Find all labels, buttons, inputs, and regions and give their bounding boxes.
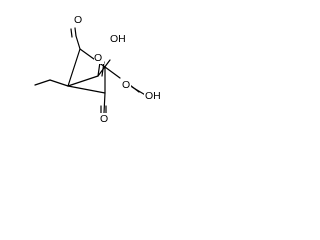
molecule-canvas: O OH O O OH O [0,0,193,142]
carboxyl-oh-label: OH [110,33,126,45]
bond-left-bridgehead-to-lower-right [67,85,106,94]
molecule-structure: O OH O O OH O [34,14,164,125]
oxo-bottom-label: O [100,113,108,125]
bond-left-bridgehead-to-left-ring [49,79,69,87]
bottom-ketone-bond [100,105,107,115]
bond-top-carbonyl-carbon-to-top-bridge [75,35,81,50]
bond-top-bridge-to-left-bridgehead [67,48,81,87]
peroxy-oh-label: OH [145,90,161,102]
ring-bonds [34,35,106,114]
bond-left-bridgehead-to-carboxyl-carbon [67,75,99,87]
top-ketone-bond [70,27,77,38]
bond-left-ring-to-upper-left [34,79,51,86]
bond-lower-right-to-bottom-carbonyl-carbon [103,92,106,114]
carboxyl-o-label: O [94,52,102,64]
peroxy-o-label: O [122,79,130,91]
oxo-top-label: O [74,14,82,26]
carboxylic-acid-bonds [97,59,111,77]
